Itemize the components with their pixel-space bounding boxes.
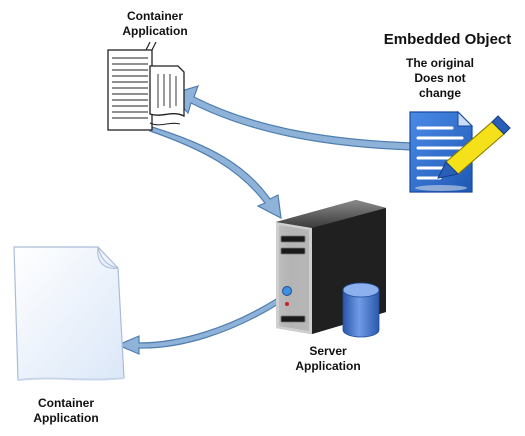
printed-document-stack-icon xyxy=(107,41,185,131)
bottom-container-label-line-2: Application xyxy=(33,411,99,425)
blue-document-with-pen-icon xyxy=(409,110,511,193)
arrow-embedded-to-container xyxy=(169,85,413,151)
original-note-line-2: Does not xyxy=(414,71,466,85)
arrow-container-to-server xyxy=(149,126,282,220)
bottom-container-label-line-1: Container xyxy=(37,396,94,410)
blank-page-icon xyxy=(13,246,125,381)
bottom-container-label: Container Application xyxy=(18,396,114,426)
database-cylinder-icon xyxy=(342,282,380,338)
embedded-object-title: Embedded Object xyxy=(383,31,512,48)
original-note-line-3: change xyxy=(418,86,461,100)
server-application-label: Server Application xyxy=(280,344,376,374)
original-note: The original Does not change xyxy=(385,56,495,101)
server-label-line-2: Application xyxy=(295,359,361,373)
top-container-label-line-1: Container xyxy=(126,9,183,23)
arrow-server-to-bottom-container xyxy=(116,297,281,355)
top-container-label: Container Application xyxy=(100,9,210,39)
server-label-line-1: Server xyxy=(309,344,347,358)
original-note-line-1: The original xyxy=(405,56,474,70)
top-container-label-line-2: Application xyxy=(122,24,188,38)
